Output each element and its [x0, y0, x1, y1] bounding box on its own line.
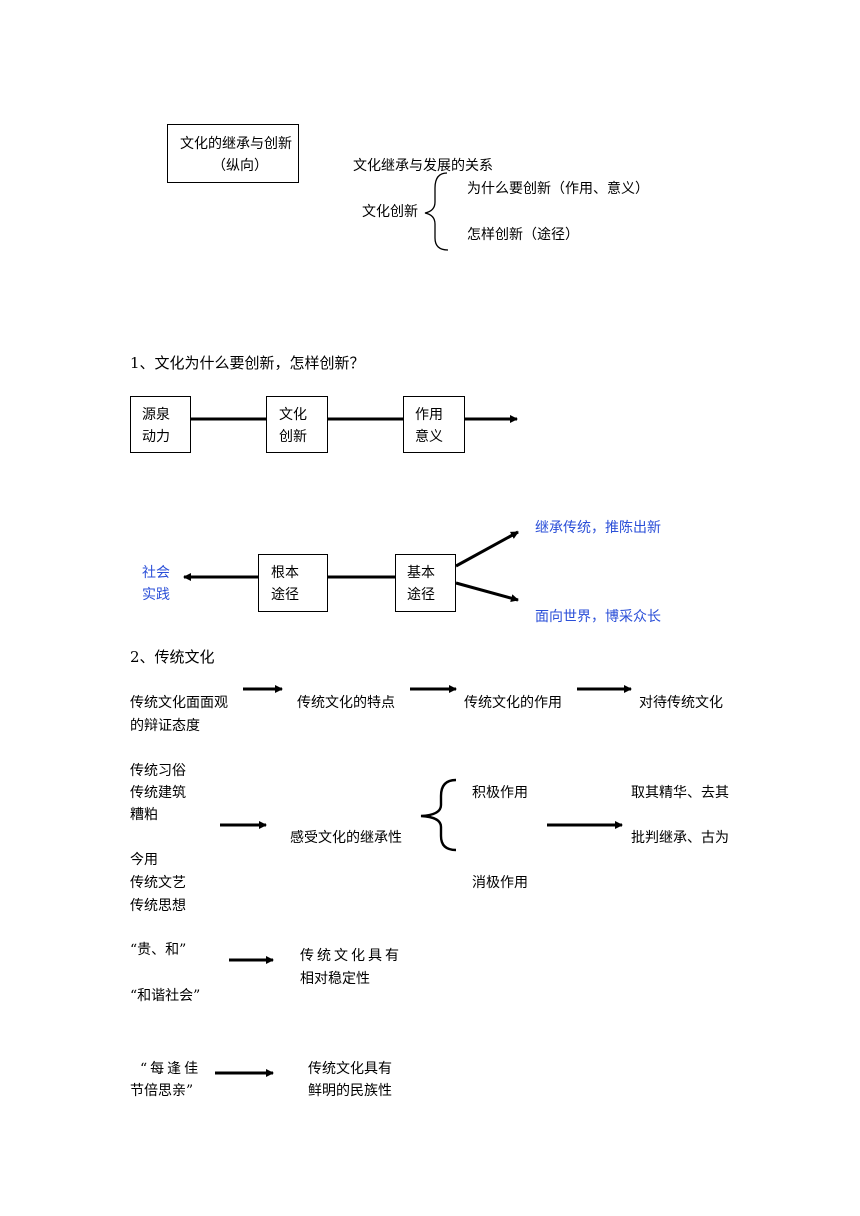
block-left-4: 今用 — [130, 852, 158, 868]
box-source-line1: 源泉 — [142, 407, 170, 423]
block-left-3: 糟粕 — [130, 807, 158, 823]
inherit-tradition-text: 继承传统，推陈出新 — [535, 520, 661, 536]
block-right-2: 批判继承、古为 — [631, 830, 729, 846]
flow-item3: 传统文化的作用 — [464, 695, 562, 711]
box-function — [403, 396, 465, 453]
flow-item1-line2: 的辩证态度 — [130, 718, 200, 734]
pair1-left2: “和谐社会” — [130, 988, 201, 1004]
box-source-line2: 动力 — [142, 429, 170, 445]
pair1-right2: 相对稳定性 — [300, 971, 370, 987]
box-source — [130, 396, 191, 453]
arrow-up-right — [455, 530, 519, 568]
box-culture-line1: 文化 — [279, 407, 307, 423]
block-right-1: 取其精华、去其 — [631, 785, 729, 801]
box-basic-line2: 途径 — [407, 587, 435, 603]
how-text: 怎样创新（途径） — [467, 227, 579, 243]
title-box — [167, 124, 299, 183]
title-box-line1: 文化的继承与创新 — [180, 136, 292, 152]
why-text: 为什么要创新（作用、意义） — [467, 181, 649, 197]
flow-item2: 传统文化的特点 — [297, 695, 395, 711]
face-world-text: 面向世界，博采众长 — [535, 609, 661, 625]
section1-heading: 1、文化为什么要创新，怎样创新？ — [130, 354, 365, 372]
title-box-line2: （纵向） — [212, 158, 268, 174]
box-fundamental-line2: 途径 — [271, 587, 299, 603]
flow-item4: 对待传统文化 — [639, 695, 723, 711]
relation-text: 文化继承与发展的关系 — [353, 158, 493, 174]
brace-top — [424, 172, 449, 251]
box-function-line2: 意义 — [415, 429, 443, 445]
block-left-6: 传统思想 — [130, 898, 186, 914]
brace-block — [420, 778, 457, 852]
block-middle: 感受文化的继承性 — [290, 830, 402, 846]
innovation-text: 文化创新 — [362, 204, 418, 220]
flow-item1-line1: 传统文化面面观 — [130, 695, 228, 711]
block-left-5: 传统文艺 — [130, 875, 186, 891]
social-practice-line2: 实践 — [142, 587, 170, 603]
pair1-left1: “贵、和” — [130, 942, 187, 958]
block-negative: 消极作用 — [472, 875, 528, 891]
box-fundamental-line1: 根本 — [271, 565, 299, 581]
box-basic-line1: 基本 — [407, 565, 435, 581]
box-basic-way — [395, 554, 456, 612]
pair2-left2: 节倍思亲” — [130, 1083, 194, 1099]
block-left-2: 传统建筑 — [130, 785, 186, 801]
pair1-right1: 传统文化具有 — [300, 948, 402, 964]
box-culture-line2: 创新 — [279, 429, 307, 445]
arrow-down-right — [455, 581, 519, 603]
block-left-1: 传统习俗 — [130, 763, 186, 779]
block-positive: 积极作用 — [472, 785, 528, 801]
section2-heading: 2、传统文化 — [130, 648, 215, 666]
box-fundamental-way — [258, 554, 328, 612]
box-culture-innovation — [266, 396, 328, 453]
pair2-left1: “每逢佳 — [140, 1061, 202, 1077]
pair2-right1: 传统文化具有 — [308, 1061, 392, 1077]
pair2-right2: 鲜明的民族性 — [308, 1083, 392, 1099]
social-practice-line1: 社会 — [142, 565, 170, 581]
box-function-line1: 作用 — [415, 407, 443, 423]
